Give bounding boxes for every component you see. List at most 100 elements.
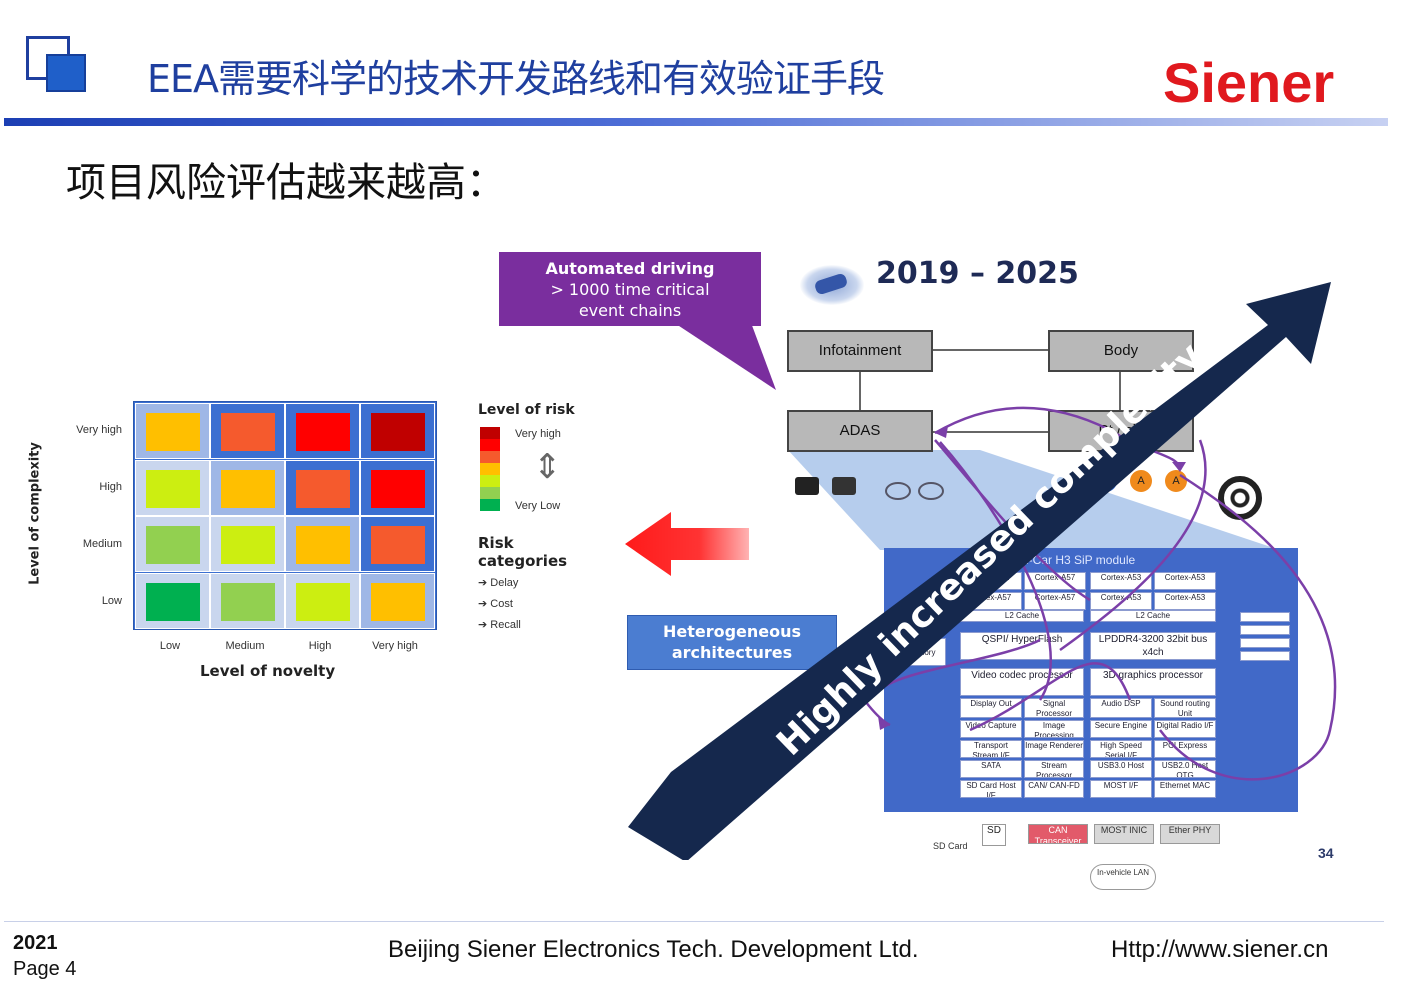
double-arrow-icon: ⇕ [533, 448, 562, 486]
module-chip: Image Renderer [1024, 740, 1084, 758]
sensor-icon-2 [918, 482, 944, 500]
module-chip: Secure Engine [1090, 720, 1152, 738]
footer-divider [4, 921, 1384, 922]
slide-number: 34 [1318, 845, 1334, 861]
matrix-cell [135, 516, 210, 572]
ether-phy-box: Ether PHY [1160, 824, 1220, 844]
matrix-risk-square [146, 469, 200, 508]
matrix-cell [135, 403, 210, 459]
legend-title: Level of risk [478, 402, 575, 418]
footer-page: Page 4 [13, 958, 77, 980]
module-chip: SATA [960, 760, 1022, 778]
hetero-line-1: Heterogeneous [662, 622, 802, 641]
callout-pointer [670, 320, 776, 390]
module-chip: Cortex-A53 [1154, 572, 1216, 590]
years-label: 2019 – 2025 [876, 256, 1079, 291]
module-chip: PCI Express [1154, 740, 1216, 758]
sd-card-icon: SD [982, 824, 1006, 846]
callout-line-3: event chains [578, 301, 682, 320]
matrix-cell [285, 516, 360, 572]
module-chip: CAN/ CAN-FD [1024, 780, 1084, 798]
legend-very-high: Very high [515, 428, 561, 440]
module-chip: High Speed Serial I/F [1090, 740, 1152, 758]
module-chip: Cortex-A53 [1154, 592, 1216, 610]
module-chip: USB3.0 Host [1090, 760, 1152, 778]
lpddr-chip [1240, 651, 1290, 661]
module-chip: Image Processing [1024, 720, 1084, 738]
legend-scale-step [480, 439, 500, 451]
matrix-x-label: Level of novelty [200, 662, 336, 680]
camera-icon [795, 477, 819, 495]
matrix-cell [210, 403, 285, 459]
matrix-risk-square [371, 526, 425, 564]
zoom-trapezoid [788, 450, 1280, 550]
sip-module: R-Car H3 SiP module Memory Cortex-A57Cor… [884, 548, 1298, 812]
matrix-row-label: Low [101, 595, 122, 607]
body-box: Body [1048, 330, 1194, 372]
legend-scale-step [480, 451, 500, 463]
matrix-risk-square [221, 469, 275, 508]
lpddr-chip [1240, 612, 1290, 622]
matrix-row-label: Very high [76, 424, 122, 436]
module-chip: MOST I/F [1090, 780, 1152, 798]
matrix-risk-square [221, 413, 275, 451]
page-title: EEA需要科学的技术开发路线和有效验证手段 [147, 57, 885, 101]
connector-lines [859, 349, 1121, 433]
module-chip: SD Card Host I/F [960, 780, 1022, 798]
matrix-risk-square [146, 526, 200, 564]
callout-line-1: Automated driving [545, 259, 715, 278]
matrix-cell [360, 572, 435, 629]
can-transceiver-box: CAN Transceiver [1028, 824, 1088, 844]
matrix-col-label: Very high [372, 640, 418, 652]
matrix-col-label: High [308, 640, 332, 652]
matrix-cell [360, 516, 435, 572]
complexity-arrow [628, 282, 1331, 860]
matrix-cell [210, 516, 285, 572]
matrix-cell [285, 403, 360, 459]
camera-icon-2 [832, 477, 856, 495]
risk-category-item: ➔ Cost [478, 598, 513, 610]
module-chip: Ethernet MAC [1154, 780, 1216, 798]
module-chip: Sound routing Unit [1154, 698, 1216, 718]
heterogeneous-label: Heterogeneous architectures [627, 615, 837, 670]
matrix-risk-square [296, 469, 350, 508]
matrix-cell [135, 459, 210, 516]
matrix-risk-square [296, 413, 350, 451]
risk-category-item: ➔ Recall [478, 619, 521, 631]
matrix-row-label: High [99, 481, 122, 493]
legend-scale-step [480, 463, 500, 475]
module-chip: Digital Radio I/F [1154, 720, 1216, 738]
matrix-risk-square [296, 526, 350, 564]
module-chip: L2 Cache [960, 610, 1084, 622]
matrix-risk-square [146, 413, 200, 451]
matrix-risk-square [296, 582, 350, 621]
risk-matrix [133, 401, 437, 630]
matrix-risk-square [371, 582, 425, 621]
logo [26, 36, 88, 94]
lpddr-chip [1240, 638, 1290, 648]
module-chip: Audio DSP [1090, 698, 1152, 718]
matrix-col-label: Low [159, 640, 181, 652]
module-chip: 3D graphics processor [1090, 668, 1216, 696]
matrix-cell [285, 572, 360, 629]
matrix-y-label: Level of complexity [27, 442, 43, 585]
matrix-risk-square [146, 582, 200, 621]
adas-box: ADAS [787, 410, 933, 452]
module-chip: L2 Cache [1090, 610, 1216, 622]
footer-year: 2021 [13, 932, 58, 954]
footer-url[interactable]: Http://www.siener.cn [1111, 936, 1329, 963]
module-chip: Display Out [960, 698, 1022, 718]
slide-subtitle: 项目风险评估越来越高： [66, 160, 506, 206]
module-chip: Stream Processor [1024, 760, 1084, 778]
matrix-risk-square [371, 469, 425, 508]
module-title: R-Car H3 SiP module [1020, 553, 1136, 567]
footer-company: Beijing Siener Electronics Tech. Develop… [388, 936, 919, 963]
module-chip: Transport Stream I/F [960, 740, 1022, 758]
most-inic-box: MOST INIC [1094, 824, 1154, 844]
risk-categories-title: Risk categories [478, 534, 568, 570]
callout-line-2: > 1000 time critical [550, 280, 710, 299]
hetero-line-2: architectures [671, 643, 793, 662]
module-chip: Video codec processor [960, 668, 1084, 696]
module-chip: Signal Processor [1024, 698, 1084, 718]
red-arrow-icon [625, 512, 749, 576]
